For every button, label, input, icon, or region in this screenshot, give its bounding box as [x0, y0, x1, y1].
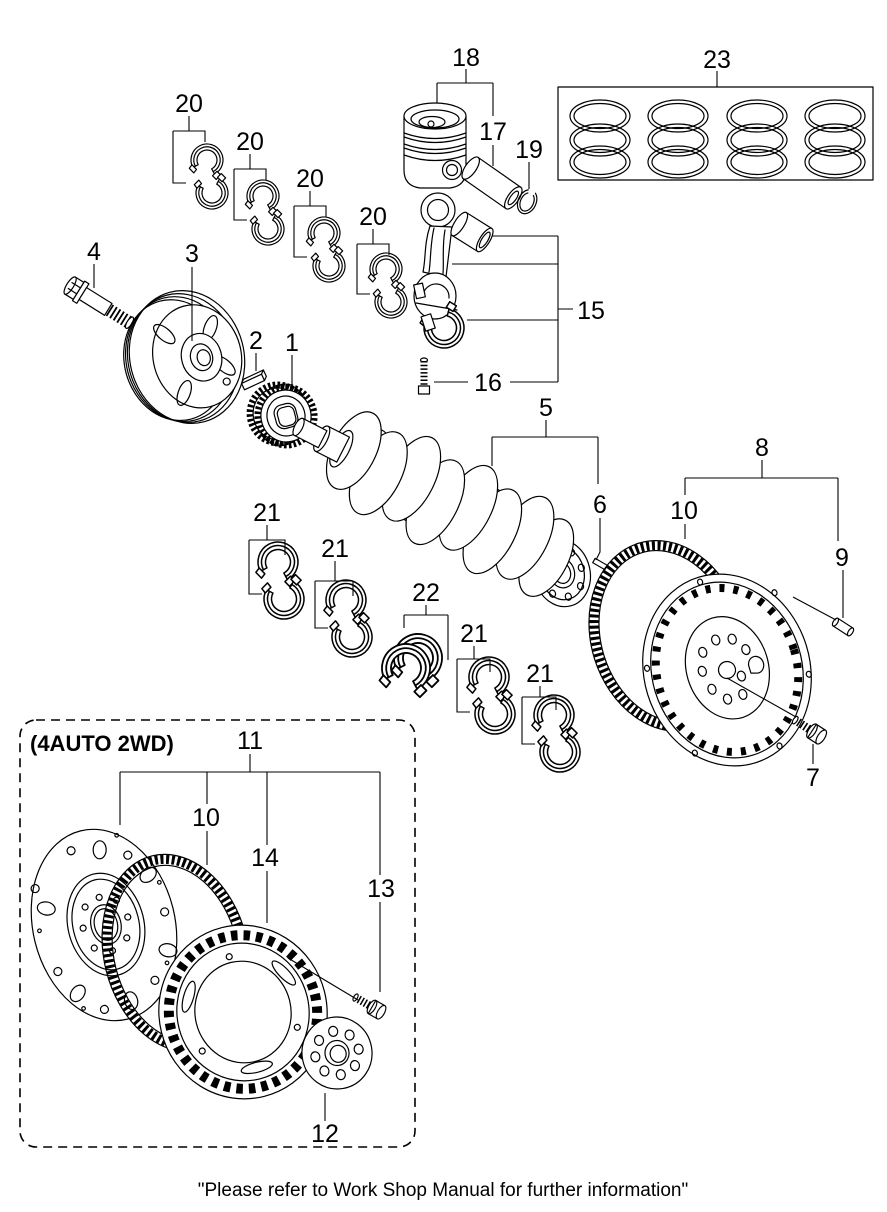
callout-20a: 20: [175, 90, 203, 118]
callout-11: 11: [237, 727, 263, 755]
washer-plate: [301, 1016, 373, 1090]
callout-20c: 20: [296, 165, 324, 193]
callout-13: 13: [367, 875, 395, 903]
callout-12: 12: [311, 1120, 339, 1148]
callout-9: 9: [835, 544, 849, 572]
leader-11: [119, 754, 381, 992]
leader-18: [436, 69, 494, 116]
dowel-pin: [831, 617, 855, 637]
callout-20b: 20: [236, 128, 264, 156]
callout-2: 2: [249, 327, 263, 355]
callout-17: 17: [479, 118, 507, 146]
callout-23: 23: [703, 46, 731, 74]
callout-6: 6: [593, 491, 607, 519]
crankshaft-pulley: [123, 290, 246, 424]
callout-20d: 20: [359, 203, 387, 231]
leader-5: [491, 420, 599, 484]
leader-22: [403, 605, 449, 660]
callout-14: 14: [251, 844, 279, 872]
piston-ring-set: [569, 99, 631, 179]
callout-16: 16: [474, 369, 502, 397]
callout-15: 15: [577, 297, 605, 325]
rod-bolt: [417, 357, 431, 395]
callout-4: 4: [87, 238, 101, 266]
leader-6: [595, 518, 601, 561]
callout-21d: 21: [526, 660, 554, 688]
leader-20a: [172, 116, 206, 184]
callout-21c: 21: [460, 620, 488, 648]
leader-20c: [293, 191, 327, 258]
leader-21c: [456, 646, 491, 713]
leader-9: [792, 570, 844, 621]
callout-8: 8: [755, 434, 769, 462]
flywheel: [642, 573, 812, 767]
leader-21b: [314, 561, 354, 629]
center-thrust-bearing-22: [368, 624, 456, 712]
callout-18: 18: [452, 44, 480, 72]
rod-bearing-cap: [414, 294, 472, 354]
callout-1: 1: [285, 329, 299, 357]
piston-ring-set: [647, 99, 709, 179]
callout-10r: 10: [670, 497, 698, 525]
callout-5: 5: [539, 394, 553, 422]
connecting-rod: [413, 192, 458, 320]
leader-15: [452, 235, 573, 382]
callout-19: 19: [515, 136, 543, 164]
variant-box-label: (4AUTO 2WD): [30, 731, 174, 756]
callout-21a: 21: [253, 499, 281, 527]
leader-lines: [93, 69, 844, 1121]
callout-7: 7: [806, 764, 820, 792]
pin-bushing: [450, 211, 494, 253]
leader-8: [684, 460, 839, 541]
leader-20b: [233, 154, 267, 221]
callout-labels: 4 3 20 20 20 20 18 17 19 23 15 16 5 6 2 …: [87, 44, 849, 1148]
piston-pin: [461, 156, 523, 210]
adapter-plate: [158, 924, 328, 1100]
crankshaft-key: [240, 369, 267, 391]
leader-21a: [248, 525, 286, 595]
piston: [403, 102, 467, 189]
piston-ring-set: [726, 99, 788, 179]
variant-box: [19, 719, 416, 1148]
callout-10l: 10: [192, 804, 220, 832]
footer-note: "Please refer to Work Shop Manual for fu…: [198, 1180, 688, 1201]
callout-21b: 21: [321, 535, 349, 563]
snap-ring: [516, 189, 538, 215]
piston-ring-set-box: [557, 86, 874, 181]
pulley-bolt: [61, 274, 138, 334]
drive-plate: [30, 828, 178, 1022]
adapter-bolt: [350, 990, 388, 1021]
piston-ring-set: [804, 99, 866, 179]
leader-7: [726, 677, 814, 764]
leader-20d: [356, 229, 390, 295]
callout-22: 22: [412, 579, 440, 607]
leader-21d: [521, 686, 557, 745]
leader-13: [287, 957, 359, 1001]
crankshaft: [292, 411, 575, 597]
callout-3: 3: [185, 240, 199, 268]
